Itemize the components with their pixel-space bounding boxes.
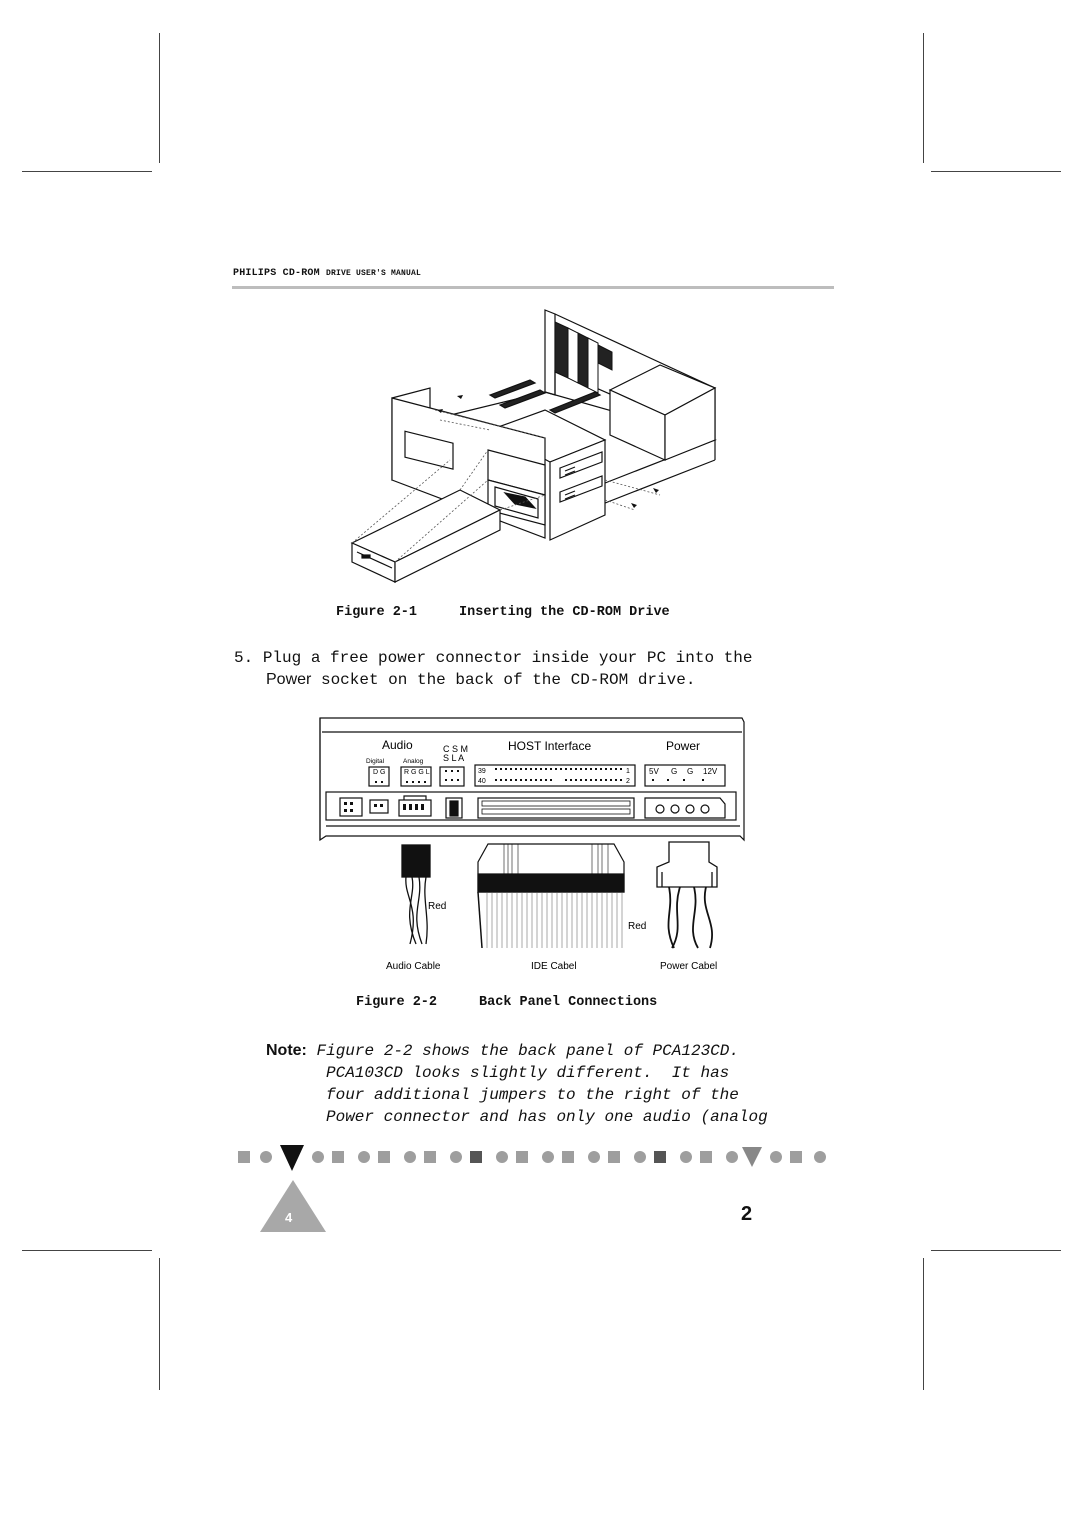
step-5-line2-rest: socket on the back of the CD-ROM drive. — [311, 671, 696, 689]
note-line-2: PCA103CD looks slightly different. It ha… — [326, 1062, 729, 1084]
running-header: PHILIPS CD-ROM Drive User's Manual — [233, 268, 421, 279]
label-dg: D G — [373, 769, 385, 776]
page-number: 2 — [741, 1203, 753, 1225]
decorative-footer-band — [238, 1145, 826, 1171]
step-5: 5. Plug a free power connector inside yo… — [234, 648, 753, 669]
header-rule — [232, 286, 834, 289]
label-analog: Analog — [403, 758, 424, 765]
label-red-ide: Red — [628, 921, 646, 932]
crop-mark — [923, 33, 924, 163]
label-5v: 5V — [649, 767, 659, 776]
figure-2-1-title: Inserting the CD-ROM Drive — [459, 605, 670, 620]
note-label: Note: — [266, 1042, 307, 1059]
crop-mark — [159, 33, 160, 163]
crop-mark — [931, 1250, 1061, 1251]
crop-mark — [931, 171, 1061, 172]
step-5-line1: Plug a free power connector inside your … — [262, 649, 753, 667]
header-brand: PHILIPS — [233, 268, 277, 279]
label-audio-cable: Audio Cable — [386, 961, 441, 972]
figure-2-2-caption: Figure 2-2 Back Panel Connections — [356, 995, 657, 1010]
label-csm: C S M — [443, 744, 468, 754]
figure-2-2-title: Back Panel Connections — [479, 995, 658, 1010]
crop-mark — [923, 1258, 924, 1390]
label-sla: S L A — [443, 753, 464, 763]
step-number: 5. — [234, 649, 254, 667]
note-line-1: Note: Figure 2-2 shows the back panel of… — [266, 1040, 739, 1062]
label-ide-cable: IDE Cabel — [531, 961, 577, 972]
note-text-1: Figure 2-2 shows the back panel of PCA12… — [316, 1042, 739, 1060]
label-g2: G — [687, 767, 693, 776]
label-12v: 12V — [703, 767, 718, 776]
label-pin-40: 40 — [478, 778, 486, 785]
figure-2-1-number: Figure 2-1 — [336, 605, 418, 620]
crop-mark — [22, 1250, 152, 1251]
chapter-tab-triangle — [260, 1180, 326, 1232]
figure-2-1-caption: Figure 2-1 Inserting the CD-ROM Drive — [336, 605, 670, 620]
label-pin-2: 2 — [626, 778, 630, 785]
note-text-3: four additional jumpers to the right of … — [326, 1086, 739, 1104]
header-title: Drive User's Manual — [326, 269, 422, 278]
label-rggl: R G G L — [404, 769, 430, 776]
step-5-line2: Power socket on the back of the CD-ROM d… — [266, 669, 695, 691]
note-text-2: PCA103CD looks slightly different. It ha… — [326, 1064, 730, 1082]
header-product: CD-ROM — [282, 268, 320, 279]
label-pin-1: 1 — [626, 768, 630, 775]
chapter-number: 4 — [285, 1210, 293, 1225]
label-g1: G — [671, 767, 677, 776]
note-line-4: Power connector and has only one audio (… — [326, 1106, 768, 1128]
note-text-4: Power connector and has only one audio (… — [326, 1108, 768, 1126]
label-red-audio: Red — [428, 901, 446, 912]
figure-back-panel-diagram: Audio Digital Analog D G R G G L C S M S… — [319, 717, 745, 972]
label-host-interface: HOST Interface — [508, 739, 591, 753]
figure-cdrom-insertion-illustration — [350, 309, 717, 583]
note-line-3: four additional jumpers to the right of … — [326, 1084, 739, 1106]
figure-2-2-number: Figure 2-2 — [356, 995, 438, 1010]
step-5-power-word: Power — [266, 671, 312, 688]
label-pin-39: 39 — [478, 768, 486, 775]
label-power-cable: Power Cabel — [660, 961, 717, 972]
crop-mark — [22, 171, 152, 172]
label-audio: Audio — [382, 738, 413, 752]
label-digital: Digital — [366, 758, 385, 765]
label-power: Power — [666, 739, 700, 753]
crop-mark — [159, 1258, 160, 1390]
